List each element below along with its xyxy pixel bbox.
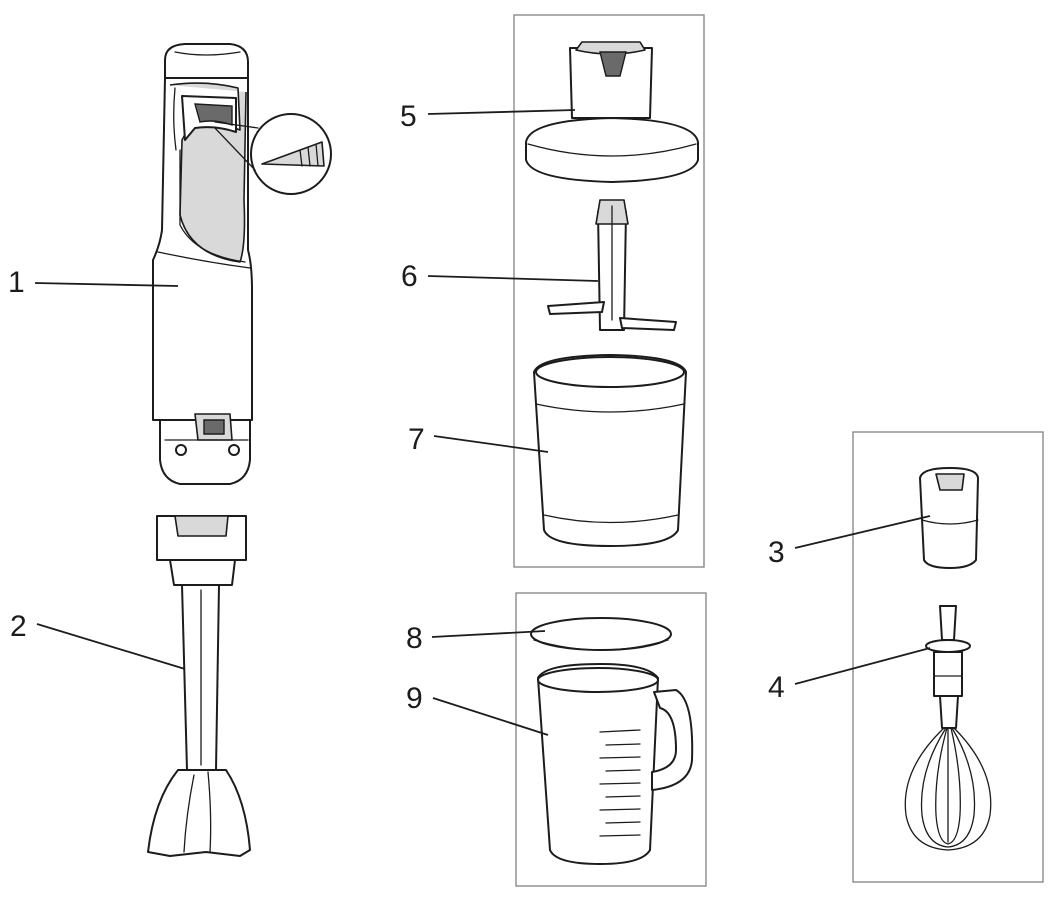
- callout-7: 7: [408, 423, 425, 456]
- leader-line-3: [794, 515, 931, 549]
- leader-line-9: [432, 697, 549, 736]
- whisk: [904, 605, 992, 851]
- whisk-coupler: [919, 467, 979, 569]
- callout-1: 1: [8, 266, 25, 299]
- chopper-blade: [547, 199, 677, 331]
- callout-8: 8: [406, 622, 423, 655]
- leader-line-7: [433, 435, 549, 453]
- beaker-lid: [530, 617, 672, 651]
- whisk-group-frame: [852, 431, 1044, 883]
- leader-line-8: [431, 630, 546, 638]
- callout-6: 6: [401, 260, 418, 293]
- beaker-graduations: [599, 729, 641, 837]
- callout-4: 4: [768, 671, 785, 704]
- leader-line-1: [34, 282, 179, 287]
- callout-9: 9: [406, 682, 423, 715]
- blending-shaft: [147, 515, 251, 857]
- leader-line-5: [427, 109, 576, 115]
- callout-3: 3: [768, 536, 785, 569]
- leader-line-2: [36, 623, 186, 670]
- callout-5: 5: [400, 100, 417, 133]
- callout-2: 2: [10, 610, 27, 643]
- leader-line-6: [427, 275, 599, 282]
- chopper-group-frame: [513, 14, 705, 568]
- measuring-beaker: [537, 663, 694, 865]
- chopper-lid: [525, 41, 699, 183]
- chopper-bowl: [533, 354, 687, 547]
- beaker-group-frame: [515, 592, 707, 887]
- motor-unit: [152, 43, 332, 485]
- leader-line-4: [794, 647, 931, 685]
